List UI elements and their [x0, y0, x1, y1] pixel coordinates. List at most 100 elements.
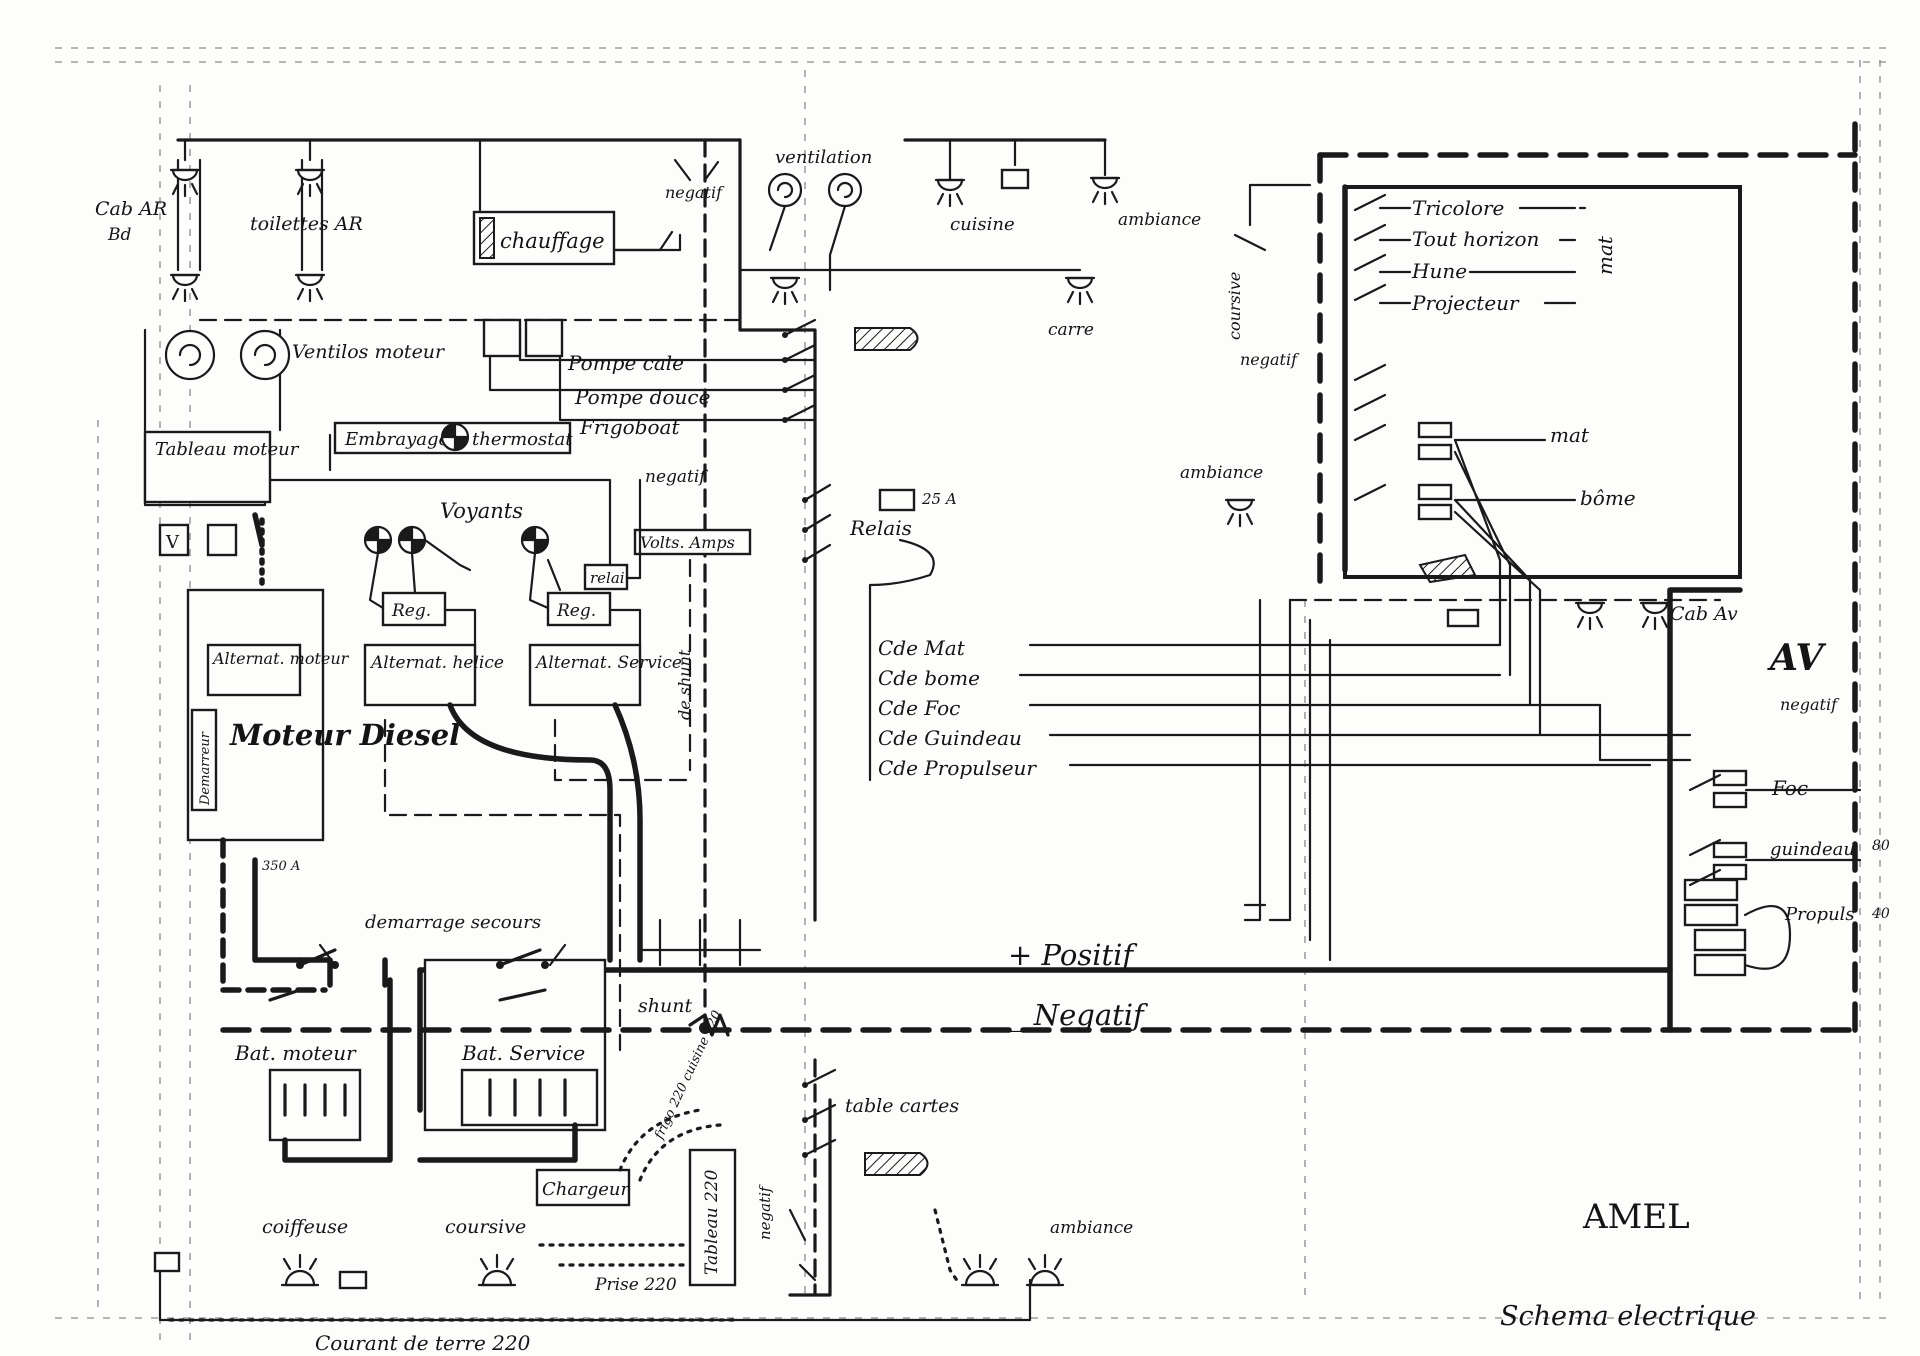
battery-moteur-cells: [283, 1083, 347, 1117]
mast-commands-bundle: [1018, 598, 1652, 962]
coiffeuse-label: coiffeuse: [262, 1216, 348, 1238]
mast-items: Tricolore Tout horizon Hune Projecteur: [1378, 196, 1587, 315]
pompe-cale-box: [482, 318, 522, 358]
battery-service-cells: [460, 1068, 599, 1127]
guindeau-value: 80: [1872, 838, 1890, 854]
ventilation: [767, 172, 863, 292]
tableau-moteur-label: Tableau moteur: [155, 439, 300, 460]
toilettes-ar-label: toilettes AR: [250, 213, 363, 235]
negative-bus-label: _ Negatif: [1010, 998, 1149, 1033]
cab-ar-label: Cab AR: [95, 198, 167, 220]
pompe-cale-label: Pompe cale: [567, 351, 684, 375]
cuisine-label: cuisine: [950, 214, 1015, 235]
centre-switch-bank: [782, 318, 832, 563]
alternateur-moteur-label: Alternat. moteur: [211, 649, 350, 668]
cde-propulseur-label: Cde Propulseur: [878, 756, 1037, 780]
tableau-220-box: [688, 1148, 737, 1287]
mast-command-labels: Cde Mat Cde bome Cde Foc Cde Guindeau Cd…: [878, 636, 1037, 780]
alternateur-helice-box: [363, 643, 477, 707]
cde-guindeau-label: Cde Guindeau: [878, 726, 1022, 750]
mat-fuse-label: mat: [1550, 423, 1590, 447]
bome-fuse-label: bôme: [1580, 486, 1636, 510]
negatif-label-2: negatif: [645, 467, 708, 487]
cab-av-fuse: [1446, 608, 1480, 628]
schema-subtitle: Schema electrique: [1500, 1301, 1756, 1332]
demarrage-secours-label: demarrage secours: [365, 912, 541, 933]
relais-value: 25 A: [921, 490, 957, 508]
alternateur-service-label: Alternat. Service: [534, 653, 682, 673]
alternateur-helice-label: Alternat. helice: [369, 653, 504, 673]
frigoboat-label: Frigoboat: [579, 415, 680, 439]
chargeur-box: [535, 1168, 631, 1207]
boat-icon-right: [1418, 553, 1477, 584]
svg-text:V: V: [165, 532, 180, 553]
guindeau-label: guindeau: [1770, 839, 1855, 860]
de-shunt-label: de shunt: [675, 649, 694, 720]
chauffage-label: chauffage: [500, 229, 605, 253]
negatif-label-3: negatif: [756, 1184, 774, 1240]
cde-bome-label: Cde bome: [878, 666, 980, 690]
embrayage-label: Embrayage: [344, 429, 449, 450]
volts-amps-label: Volts. Amps: [640, 533, 735, 552]
foc-label: Foc: [1771, 776, 1808, 800]
propuls-label: Propuls: [1784, 904, 1855, 925]
engine-current-label: 350 A: [262, 859, 300, 874]
reg-service-box: [546, 591, 612, 627]
pompe-douce-box: [524, 318, 564, 358]
tout-horizon-label: Tout horizon: [1412, 227, 1539, 251]
voyants-label: Voyants: [440, 499, 523, 523]
table-cartes-label: table cartes: [845, 1095, 959, 1117]
relais-label: Relais: [849, 516, 912, 540]
ambiance-bottom-label: ambiance: [1050, 1218, 1133, 1238]
demarreur-box: [190, 708, 218, 812]
negatif-label-4: negatif: [1240, 350, 1300, 369]
shunt-label: shunt: [638, 995, 692, 1017]
mast-panel: [1343, 185, 1742, 579]
courant-terre-label: Courant de terre 220: [315, 1331, 531, 1355]
ambiance-top-label: ambiance: [1118, 210, 1201, 230]
boat-icon-bottom: [864, 1152, 929, 1176]
chargeur-label: Chargeur: [542, 1179, 630, 1200]
tableau-moteur-box: [143, 430, 272, 504]
pompe-douce-label: Pompe douce: [574, 385, 710, 409]
winch-fuses: [1683, 769, 1748, 977]
propuls-value: 40: [1871, 906, 1890, 922]
coiffeuse-fuse: [338, 1270, 368, 1290]
chauffage-box: [472, 210, 616, 266]
tricolore-label: Tricolore: [1412, 196, 1504, 220]
carre-label: carre: [1048, 320, 1094, 340]
ambiance-right-label: ambiance: [1180, 463, 1263, 483]
coursive-label: coursive: [445, 1216, 526, 1238]
level-gauge-icon: [206, 523, 238, 557]
volts-amps-box: [633, 528, 752, 556]
ventilos-moteur: [164, 329, 291, 381]
battery-moteur-label: Bat. moteur: [234, 1041, 357, 1065]
boat-icon-top: [854, 327, 919, 351]
amel-title: AMEL: [1582, 1197, 1690, 1237]
mast-switches: [1353, 193, 1387, 502]
frame-grid: [55, 47, 1890, 1340]
relais-fuse: [878, 488, 916, 512]
moteur-diesel-label: Moteur Diesel: [229, 718, 460, 752]
reg-service-label: Reg.: [556, 601, 596, 621]
hune-label: Hune: [1411, 259, 1467, 283]
cuisine-fuse: [1000, 168, 1030, 190]
battery-service-label: Bat. Service: [461, 1041, 585, 1065]
alternateur-service-box: [528, 643, 642, 707]
tableau-220-label: Tableau 220: [702, 1169, 722, 1275]
alternator-wiring: [368, 478, 692, 1052]
relai-small-label: relai: [590, 569, 625, 587]
reg-helice-label: Reg.: [391, 601, 431, 621]
negatif-label-5: negatif: [1780, 695, 1840, 714]
cde-foc-label: Cde Foc: [878, 696, 960, 720]
av-label: AV: [1767, 637, 1826, 679]
prise-220-label: Prise 220: [594, 1275, 677, 1295]
alternateur-moteur-box: [206, 643, 302, 697]
cab-ar-sub-label: Bd: [107, 225, 131, 245]
ventilation-label: ventilation: [775, 147, 872, 168]
cde-mat-label: Cde Mat: [878, 636, 966, 660]
demarreur-label: Demarreur: [198, 731, 213, 806]
cab-av-label: Cab Av: [1670, 603, 1738, 625]
coursive-switch-label: coursive: [1225, 272, 1244, 340]
